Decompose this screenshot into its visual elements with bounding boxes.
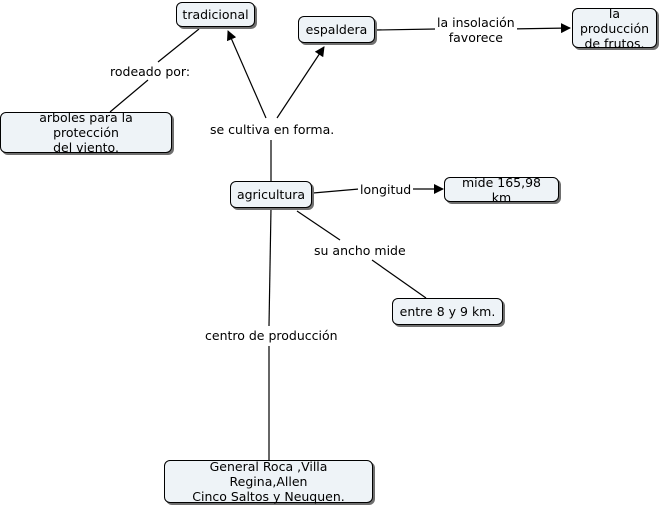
concept-node-arboles[interactable]: arboles para la protección del viento. [0,110,172,155]
link-label-se-cultiva: se cultiva en forma. [208,122,337,137]
link-label-insolacion: la insolación favorece [435,15,517,45]
concept-node-produccion-frutos[interactable]: la producción de frutos. [572,6,657,51]
link-agricultura-ancho [296,210,341,241]
link-label-centro: centro de producción [203,328,340,343]
link-label-rodeado-por: rodeado por: [108,64,193,79]
concept-node-tradicional[interactable]: tradicional [176,2,255,27]
link-label-ancho: su ancho mide [312,243,408,258]
link-agricultura-longitud [312,188,360,194]
link-cultiva-tradicional [227,30,267,119]
link-rodeado-tradicional [157,28,200,63]
link-ancho-entre [371,259,427,299]
concept-node-espaldera[interactable]: espaldera [298,16,375,43]
concept-node-longitud-valor[interactable]: mide 165,98 km [444,175,559,205]
concept-node-ciudades[interactable]: General Roca ,Villa Regina,Allen Cinco S… [164,459,373,504]
link-label-longitud: longitud [358,182,414,197]
concept-node-ancho-valor[interactable]: entre 8 y 9 km. [392,298,503,325]
link-espaldera-insolacion [375,28,437,31]
concept-node-agricultura[interactable]: agricultura [230,181,312,208]
link-cultiva-espaldera [276,46,325,119]
link-arboles-rodeado [109,79,149,113]
link-agricultura-centro [268,207,272,327]
